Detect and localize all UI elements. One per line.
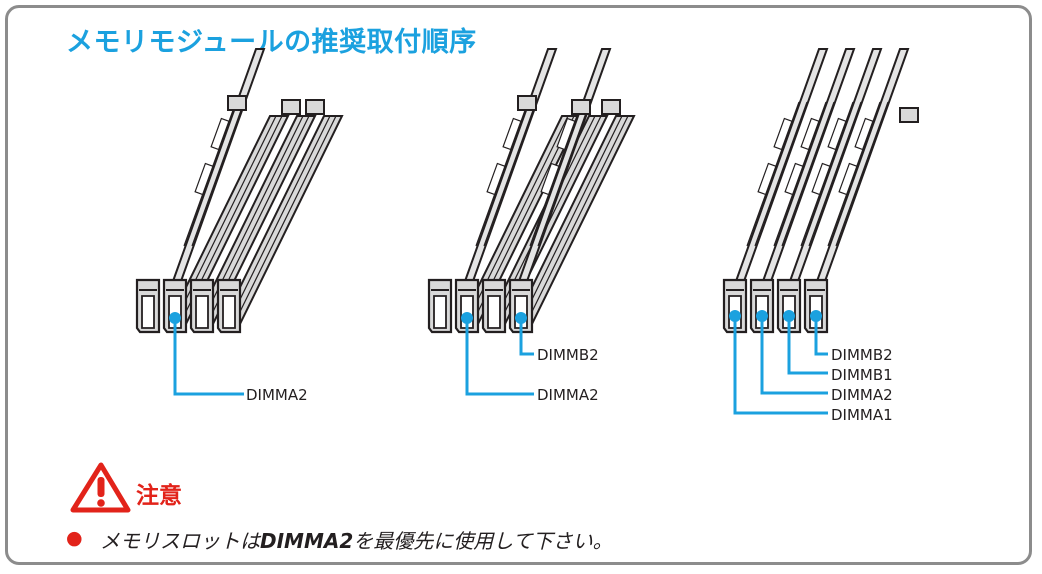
- config3-label-dimma2: DIMMA2: [831, 386, 893, 404]
- config3-label-dimmb2: DIMMB2: [831, 346, 893, 364]
- note-emphasis: DIMMA2: [260, 529, 354, 553]
- page-title: メモリモジュールの推奨取付順序: [66, 27, 477, 58]
- slot-group-3: [722, 48, 919, 334]
- slot-group-1: [135, 48, 343, 334]
- warning-triangle-icon: [70, 462, 131, 513]
- leader-lines: [173, 316, 828, 415]
- note-prefix: メモリスロットは: [100, 529, 260, 553]
- caution-title: 注意: [136, 483, 182, 509]
- caution-note: メモリスロットはDIMMA2を最優先に使用して下さい。: [100, 525, 613, 554]
- config2-label-dimma2: DIMMA2: [537, 386, 599, 404]
- config2-label-dimmb2: DIMMB2: [537, 346, 599, 364]
- note-suffix: を最優先に使用して下さい。: [353, 529, 613, 553]
- config1-label-dimma2: DIMMA2: [246, 386, 308, 404]
- slot-group-2: [427, 48, 635, 334]
- slot-markers: [169, 310, 822, 324]
- config3-label-dimma1: DIMMA1: [831, 406, 893, 424]
- config3-label-dimmb1: DIMMB1: [831, 366, 893, 384]
- bullet-icon: ●: [66, 527, 83, 549]
